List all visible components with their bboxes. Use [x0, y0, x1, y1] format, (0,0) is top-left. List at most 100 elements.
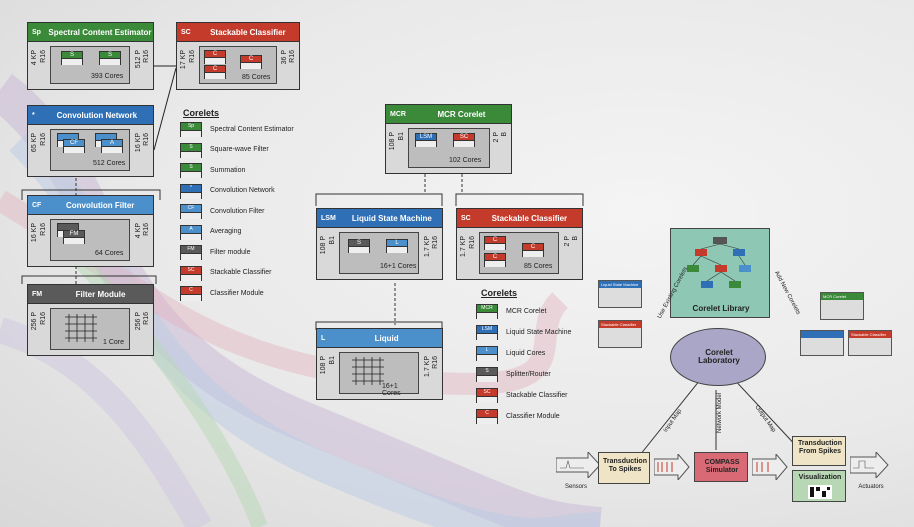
sc-abbr: SC — [181, 28, 191, 36]
legend-swatch: CF — [180, 204, 202, 219]
sensors-label: Sensors — [564, 484, 587, 490]
sp-right1: 512 P — [135, 50, 142, 69]
legend-label: Classifier Module — [210, 289, 264, 297]
legend-swatch: SC — [180, 265, 202, 281]
mcr-left1: 108 P — [389, 132, 396, 151]
legend-item: C Classifier Module — [180, 286, 264, 301]
mcr-mini-sc-label: SC — [459, 134, 469, 140]
cn-mini-cf-label: CF — [70, 140, 78, 146]
fm-header: FM Filter Module — [27, 284, 154, 304]
cn-mini-cf: CF — [63, 139, 85, 153]
legend-swatch-abbr: * — [181, 184, 201, 192]
fm-right1: 256 P — [135, 312, 142, 331]
sc2-mini-c3: C — [522, 243, 544, 257]
legend-label: MCR Corelet — [506, 307, 547, 315]
cf-body: 16 KP R16 FM 64 Cores 4 KP R16 — [27, 215, 154, 267]
legend-swatch: S — [180, 163, 202, 178]
corelet-convolution-network: * Convolution Network 65 KP R16 CF A 512… — [27, 105, 154, 177]
compass-simulator-box: COMPASS Simulator — [694, 452, 748, 482]
sc-mini-c2: C — [204, 65, 226, 79]
fm-crossbar-icon — [65, 314, 97, 342]
legend-item: L Liquid Cores — [476, 346, 545, 361]
cn-body: 65 KP R16 CF A 512 Cores 16 KP R16 — [27, 125, 154, 177]
mcr-header: MCR MCR Corelet — [385, 104, 512, 124]
sc2-right1: 2 P — [564, 236, 571, 247]
legend-label: Liquid State Machine — [506, 328, 572, 336]
transduction-from-label: Transduction From Spikes — [798, 440, 842, 455]
sp-mini-s1-label: S — [69, 52, 74, 58]
legend-swatch-abbr: Sp — [181, 123, 201, 130]
corelet-stackable-classifier-mid: SC Stackable Classifier 1.7 KP R16 C C C… — [456, 208, 583, 280]
legend-item: MCR MCR Corelet — [476, 304, 546, 319]
thumb-sc2: Stackable Classifier — [848, 330, 892, 356]
visualization-box: Visualization — [792, 470, 846, 502]
mcr-left2: B1 — [398, 132, 405, 141]
sc2-cores: 85 Cores — [524, 263, 553, 270]
liquid-crossbar-icon — [352, 357, 384, 385]
cf-right1: 4 KP — [135, 223, 142, 239]
corelet-mcr: MCR MCR Corelet 108 P B1 LSM SC 102 Core… — [385, 104, 512, 174]
legend-swatch: MCR — [476, 304, 498, 319]
sc-cores: 85 Cores — [242, 74, 271, 81]
cf-left1: 16 KP — [31, 223, 38, 243]
transduction-to-label: Transduction To Spikes — [603, 458, 647, 473]
lsm-mini-s: S — [348, 239, 370, 253]
corelet-laboratory-ellipse: Corelet Laboratory — [670, 328, 766, 386]
mcr-mini-lsm-label: LSM — [419, 134, 433, 140]
mcr-body: 108 P B1 LSM SC 102 Cores 2 P B — [385, 124, 512, 174]
legend-label: Square-wave Filter — [210, 146, 269, 153]
fm-abbr: FM — [32, 290, 43, 298]
actuators-label: Actuators — [858, 484, 884, 490]
sc2-left1: 1.7 KP — [460, 236, 467, 258]
sc-inner: C C C 85 Cores — [199, 46, 277, 84]
liquid-right2: R16 — [432, 356, 439, 369]
sp-left1: 4 KP — [31, 50, 38, 66]
legend-swatch: Sp — [180, 122, 202, 137]
sc-left1: 17 KP — [180, 50, 187, 70]
legend-swatch-abbr: SC — [181, 266, 201, 274]
fm-body: 256 P R16 1 Core 256 P R16 — [27, 304, 154, 356]
legend-item: FM Filter module — [180, 245, 250, 260]
mcr-right2: B — [501, 132, 508, 137]
sc2-mini-c3-label: C — [530, 244, 536, 250]
legend-swatch-abbr: L — [477, 347, 497, 354]
sc-mini-c1-label: C — [212, 51, 218, 57]
library-network-icon — [687, 237, 751, 288]
mcr-cores: 102 Cores — [449, 157, 482, 164]
legend-label: Liquid Cores — [506, 349, 546, 357]
sc2-mini-c1-label: C — [492, 237, 498, 243]
cn-right2: R16 — [143, 133, 150, 146]
sc2-abbr: SC — [461, 214, 471, 222]
visualization-label: Visualization — [798, 474, 842, 481]
legend-label: Filter module — [210, 248, 251, 256]
legend-swatch-abbr: FM — [181, 246, 201, 253]
cf-mini-fm-label: FM — [69, 231, 79, 237]
visualization-pattern-icon — [808, 485, 832, 499]
spike-arrow-in-icon — [654, 454, 690, 480]
legend-swatch-abbr: SC — [477, 389, 497, 396]
cf-header: CF Convolution Filter — [27, 195, 154, 215]
thumb-sc-label: Stackable Classifier — [599, 321, 641, 328]
sc2-title: Stackable Classifier — [491, 213, 568, 223]
cn-header: * Convolution Network — [27, 105, 154, 125]
legend-swatch-abbr: S — [477, 368, 497, 375]
lsm-cores: 16+1 Cores — [380, 263, 417, 270]
lsm-mini-l: L — [386, 239, 408, 253]
lsm-header: LSM Liquid State Machine — [316, 208, 443, 228]
network-model-label: Network Model — [717, 393, 723, 434]
lsm-body: 108 P B1 S L 16+1 Cores 1.7 KP R16 — [316, 228, 443, 280]
corelet-liquid: L Liquid 108 P B1 16+1 Cores 1.7 KP R16 — [316, 328, 443, 400]
fm-right2: R16 — [143, 312, 150, 325]
liquid-left2: B1 — [329, 356, 336, 365]
corelet-stackable-classifier-top: SC Stackable Classifier 17 KP R16 C C C … — [176, 22, 300, 90]
sc2-inner: C C C 85 Cores — [479, 232, 559, 274]
legend-swatch-abbr: C — [181, 287, 201, 294]
sp-right2: R16 — [143, 50, 150, 63]
